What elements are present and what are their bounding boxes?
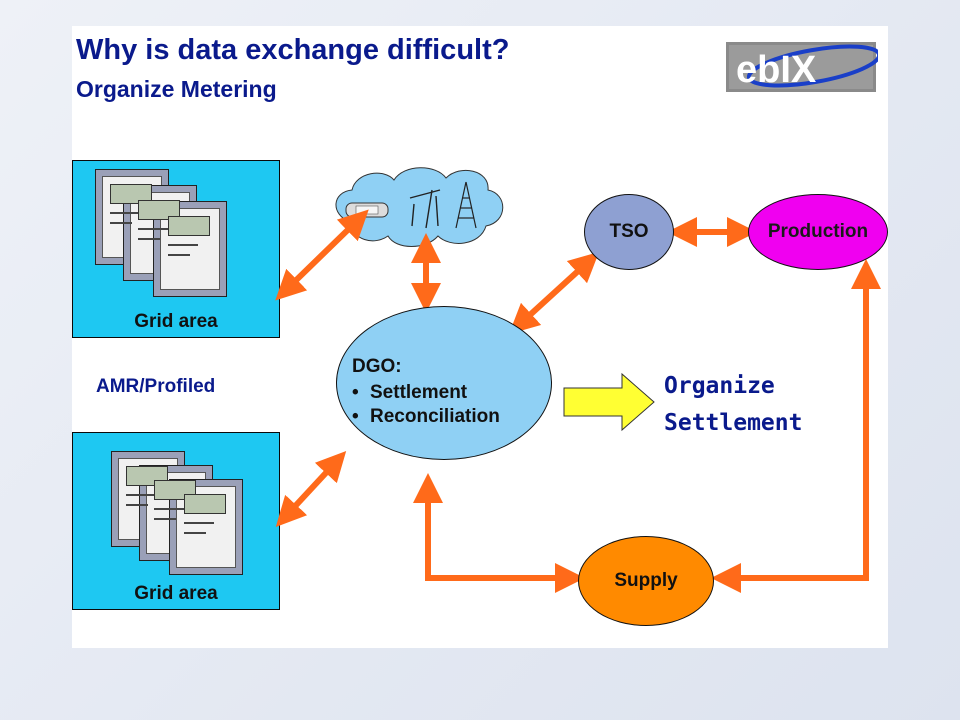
meter-icon (169, 479, 243, 575)
arrow-dgo-tso (508, 251, 600, 335)
telephone-icon (345, 202, 389, 218)
arrow-grid-top-cloud (275, 209, 369, 301)
production-node: Production (748, 194, 888, 270)
grid-area-panel-bottom: Grid area (72, 432, 280, 610)
dgo-responsibilities: •Settlement •Reconciliation (352, 382, 500, 428)
production-label: Production (767, 221, 869, 242)
block-arrow-to-settlement (563, 372, 655, 432)
tso-label: TSO (609, 221, 649, 242)
supply-node: Supply (578, 536, 714, 626)
list-item: •Reconciliation (352, 406, 500, 427)
dgo-item-settlement: Settlement (370, 382, 468, 403)
arrow-supply-production (711, 259, 881, 593)
logo-text: ebIX (736, 49, 817, 91)
grid-area-label: Grid area (134, 583, 218, 604)
list-item: •Settlement (352, 382, 468, 403)
organize-settlement-note: Organize Settlement (664, 368, 802, 442)
dgo-text: DGO: •Settlement •Reconciliation (352, 356, 500, 428)
arrow-grid-bottom-dgo (275, 450, 347, 528)
ebix-logo: ebIX (726, 42, 878, 92)
amr-profiled-label: AMR/Profiled (96, 376, 216, 397)
transmission-tower-icon (455, 181, 477, 229)
communication-cloud (335, 167, 504, 247)
organize-settlement-line1: Organize (664, 373, 775, 399)
grid-area-panel-top: Grid area (72, 160, 280, 338)
organize-settlement-line2: Settlement (664, 410, 803, 436)
arrow-dgo-supply (413, 473, 585, 593)
slide-subtitle: Organize Metering (76, 76, 277, 102)
dgo-node (336, 306, 552, 460)
tso-node: TSO (584, 194, 674, 270)
dgo-title: DGO: (352, 356, 402, 377)
supply-label: Supply (614, 570, 678, 591)
dgo-item-reconciliation: Reconciliation (370, 406, 500, 427)
grid-area-label: Grid area (134, 311, 218, 332)
slide-title: Why is data exchange difficult? (76, 34, 510, 66)
antenna-icon (409, 189, 441, 229)
